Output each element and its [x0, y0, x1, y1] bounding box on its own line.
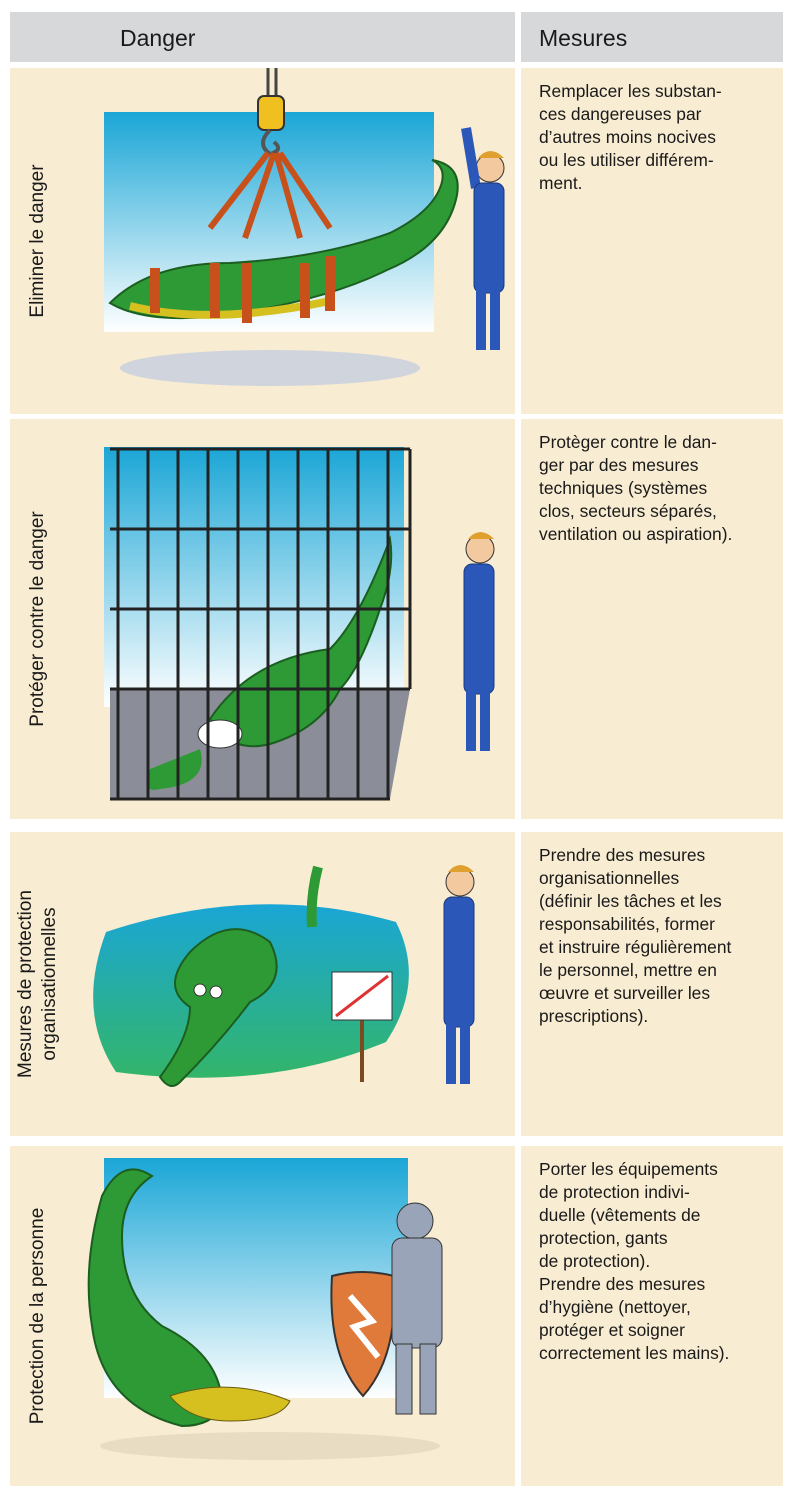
row-protection-personne: Protection de la personne	[10, 1146, 783, 1486]
header-mesures-label: Mesures	[539, 25, 628, 51]
measure-text: Porter les équipements de protection ind…	[539, 1159, 730, 1363]
crocodile-knight-illustration	[70, 1146, 510, 1486]
row-label: Protection de la personne	[27, 1207, 48, 1425]
header-mesures: Mesures	[521, 12, 783, 62]
header-danger-label: Danger	[120, 25, 196, 51]
crocodile-pond-illustration	[70, 832, 510, 1136]
measure-text: Remplacer les substan- ces dangereuses p…	[539, 81, 722, 193]
row-eliminer: Eliminer le danger	[10, 68, 783, 414]
header-danger: Danger	[10, 12, 515, 62]
mesures-cell: Porter les équipements de protection ind…	[521, 1146, 783, 1486]
mesures-cell: Protèger contre le dan- ger par des mesu…	[521, 419, 783, 819]
row-proteger: Protéger contre le danger	[10, 419, 783, 819]
caged-crocodile-illustration	[70, 419, 510, 819]
measure-text: Prendre des mesures organisationnelles (…	[539, 845, 732, 1026]
danger-cell: Protéger contre le danger	[10, 419, 515, 819]
row-organisationnelles: Mesures de protection organisationnelles	[10, 832, 783, 1136]
row-label: Eliminer le danger	[27, 164, 48, 318]
danger-cell: Eliminer le danger	[10, 68, 515, 414]
mesures-cell: Remplacer les substan- ces dangereuses p…	[521, 68, 783, 414]
danger-cell: Mesures de protection organisationnelles	[10, 832, 515, 1136]
row-label: Protéger contre le danger	[27, 511, 48, 727]
mesures-cell: Prendre des mesures organisationnelles (…	[521, 832, 783, 1136]
crocodile-lifted-illustration	[70, 68, 510, 414]
row-label: Mesures de protection organisationnelles	[15, 890, 60, 1078]
danger-cell: Protection de la personne	[10, 1146, 515, 1486]
measure-text: Protèger contre le dan- ger par des mesu…	[539, 432, 733, 544]
